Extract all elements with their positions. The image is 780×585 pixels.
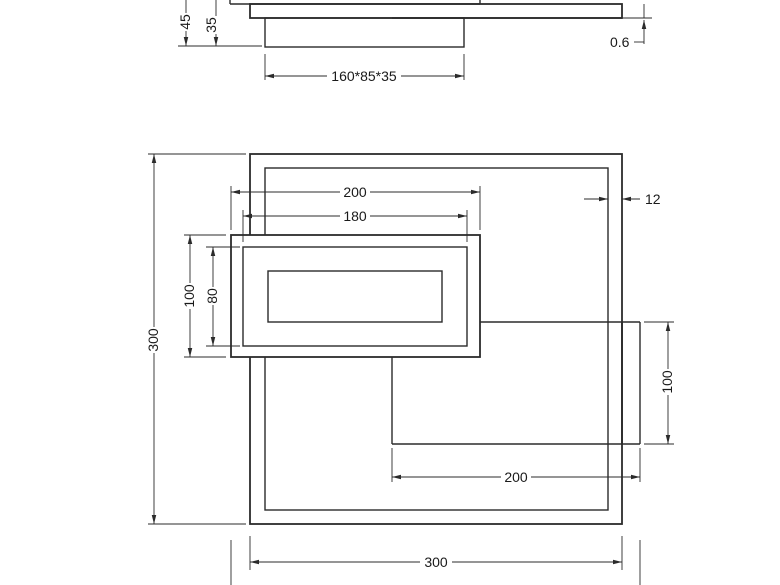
plan-view: 200 180 12 100 80 300 xyxy=(144,153,675,585)
dim-80-label: 80 xyxy=(204,288,220,304)
dim-12-label: 12 xyxy=(645,191,661,207)
dim-200-inner-label: 200 xyxy=(504,469,528,485)
module-inner-rect xyxy=(242,246,468,347)
dim-300-bottom-label: 300 xyxy=(424,554,448,570)
module-outer-rect xyxy=(230,234,481,358)
module-window xyxy=(267,270,443,323)
dim-300-cut-label: 300 xyxy=(424,582,448,585)
side-view: 45 35 0.6 160*85*35 xyxy=(177,0,652,84)
side-panel xyxy=(249,3,623,19)
dim-module-label: 160*85*35 xyxy=(331,68,397,84)
dim-35-label: 35 xyxy=(203,17,219,33)
dim-180-label: 180 xyxy=(343,208,367,224)
dim-thickness-label: 0.6 xyxy=(610,34,630,50)
dim-45-label: 45 xyxy=(177,14,193,30)
dim-300-left-label: 300 xyxy=(145,328,161,352)
dim-100-left-label: 100 xyxy=(181,284,197,308)
dim-200-top-label: 200 xyxy=(343,184,367,200)
dim-100-right-label: 100 xyxy=(659,370,675,394)
side-module-box xyxy=(264,17,465,48)
